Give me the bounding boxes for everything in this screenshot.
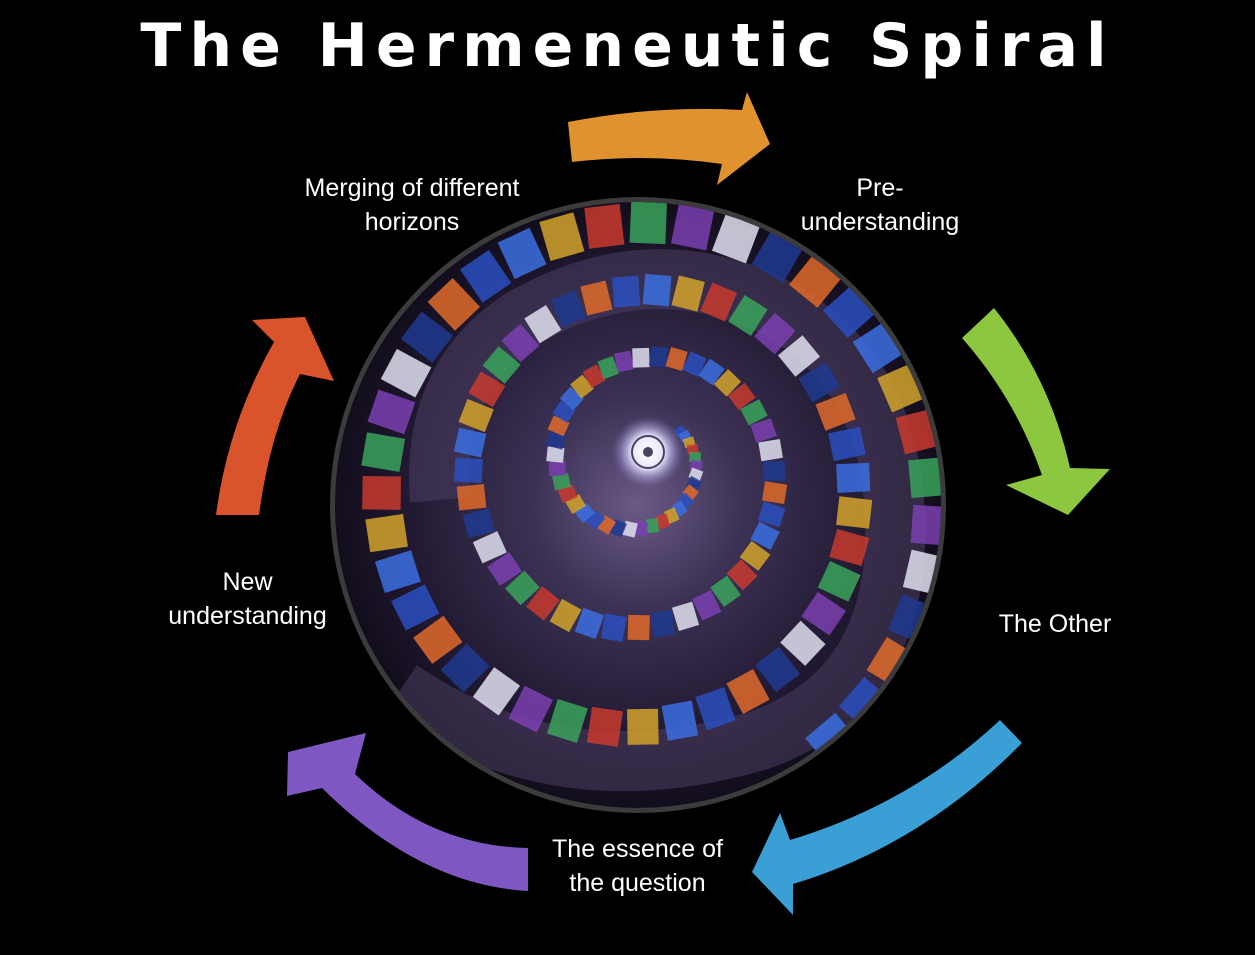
skylight-center <box>643 447 653 457</box>
label-new-understanding: New understanding <box>140 565 355 633</box>
glass-tile <box>612 276 640 308</box>
label-merging-horizons: Merging of different horizons <box>262 171 562 239</box>
arrow-orange-icon <box>568 92 770 185</box>
glass-tile <box>649 346 668 368</box>
glass-tile <box>908 456 955 498</box>
glass-tile <box>762 481 787 504</box>
glass-tile <box>454 457 483 483</box>
glass-tile <box>632 348 649 368</box>
spiral-stained-glass-image <box>330 197 957 813</box>
glass-tile <box>635 521 648 536</box>
label-the-other: The Other <box>970 607 1140 641</box>
label-essence-of-question: The essence of the question <box>525 832 750 900</box>
arrow-red-icon <box>216 317 334 515</box>
glass-tile <box>662 701 698 741</box>
glass-tile <box>457 484 487 511</box>
slide-title: The Hermeneutic Spiral <box>0 6 1255 86</box>
glass-tile <box>836 496 872 528</box>
glass-tile <box>362 476 401 510</box>
glass-tile <box>361 432 405 472</box>
glass-tile <box>584 204 624 249</box>
glass-tile <box>630 202 667 245</box>
label-pre-understanding: Pre- understanding <box>780 171 980 239</box>
glass-tile <box>627 709 659 745</box>
glass-tile <box>758 439 783 461</box>
glass-tile <box>911 505 957 546</box>
glass-tile <box>763 461 785 480</box>
glass-tile <box>650 610 675 637</box>
glass-tile <box>365 514 408 552</box>
glass-tile <box>549 461 566 476</box>
glass-tile <box>628 615 650 640</box>
glass-tile <box>643 274 672 307</box>
arrow-green-icon <box>962 308 1110 515</box>
glass-tile <box>601 613 627 642</box>
glass-tile <box>587 707 623 747</box>
glass-tile <box>836 463 870 493</box>
